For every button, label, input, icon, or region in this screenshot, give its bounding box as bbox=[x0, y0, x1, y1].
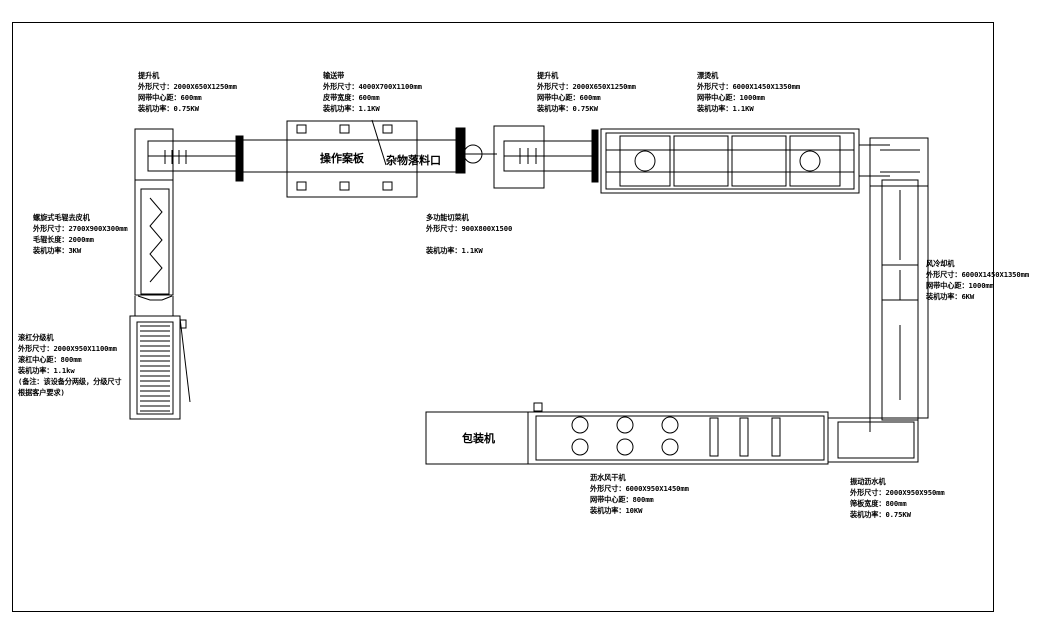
label-line: 皮带宽度：600mm bbox=[323, 93, 380, 102]
drawing-frame bbox=[12, 22, 994, 612]
label-line: 网带中心距：1000mm bbox=[697, 93, 765, 102]
cutter-drawing bbox=[463, 144, 497, 164]
label-line: 振动沥水机 bbox=[850, 477, 886, 486]
blancher-label: 漂烫机外形尺寸：6000X1450X1350mm 网带中心距：1000mm 装机功率… bbox=[697, 70, 800, 114]
label-line: 网带中心距：600mm bbox=[537, 93, 601, 102]
label-line: 筛板宽度：800mm bbox=[850, 499, 907, 508]
vibrator-drawing bbox=[827, 417, 919, 463]
label-line: (备注：该设备分两级，分级尺寸 bbox=[18, 377, 122, 386]
label-line: 网带中心距：600mm bbox=[138, 93, 202, 102]
label-line: 漂烫机 bbox=[697, 71, 719, 80]
elevator-2-drawing bbox=[493, 125, 599, 189]
label-line: 外形尺寸：6000X950X1450mm bbox=[590, 484, 689, 493]
packing-machine-label: 包装机 bbox=[462, 432, 495, 445]
label-line: 提升机 bbox=[537, 71, 559, 80]
elevator-2-label: 提升机外形尺寸：2000X650X1250mm 网带中心距：600mm 装机功率：0… bbox=[537, 70, 636, 114]
debris-outlet-label: 杂物落料口 bbox=[386, 154, 441, 167]
label-line: 装机功率：1.1kw bbox=[18, 366, 75, 375]
elevator-1-label: 提升机外形尺寸：2000X650X1250mm 网带中心距：600mm 装机功率：0… bbox=[138, 70, 237, 114]
label-line: 装机功率：0.75KW bbox=[537, 104, 598, 113]
label-line: 装机功率：1.1KW bbox=[323, 104, 380, 113]
label-line: 多功能切菜机 bbox=[426, 213, 469, 222]
label-line: 提升机 bbox=[138, 71, 160, 80]
grader-drawing bbox=[129, 315, 191, 420]
label-line: 外形尺寸：4000X700X1100mm bbox=[323, 82, 422, 91]
label-line: 沥水风干机 bbox=[590, 473, 626, 482]
vibrator-label: 振动沥水机外形尺寸：2000X950X950mm 筛板宽度：800mm 装机功率：0… bbox=[850, 476, 945, 520]
label-line: 装机功率：0.75KW bbox=[138, 104, 199, 113]
label-line: 外形尺寸：6000X1450X1350mm bbox=[697, 82, 801, 91]
cutter-label: 多功能切菜机外形尺寸：900X800X1500 装机功率：1.1KW bbox=[426, 212, 512, 256]
label-line: 网带中心距：1000mm bbox=[926, 281, 994, 290]
label-line: 外形尺寸：2000X950X950mm bbox=[850, 488, 945, 497]
dryer-drawing bbox=[527, 402, 829, 465]
label-line: 输送带 bbox=[323, 71, 345, 80]
label-line: 外形尺寸：900X800X1500 bbox=[426, 224, 513, 233]
label-line: 外形尺寸：2000X650X1250mm bbox=[537, 82, 636, 91]
label-line: 装机功率：6KW bbox=[926, 292, 975, 301]
label-line: 外形尺寸：6000X1450X1350mm bbox=[926, 270, 1030, 279]
label-line bbox=[426, 234, 512, 245]
label-line: 毛辊长度：2000mm bbox=[33, 235, 94, 244]
label-line: 外形尺寸：2700X900X300mm bbox=[33, 224, 128, 233]
peeler-label: 螺旋式毛辊去皮机外形尺寸：2700X900X300mm 毛辊长度：2000mm 装机… bbox=[33, 212, 128, 256]
label-line: 网带中心距：800mm bbox=[590, 495, 654, 504]
label-line: 装机功率：3KW bbox=[33, 246, 82, 255]
conveyor-label: 输送带外形尺寸：4000X700X1100mm 皮带宽度：600mm 装机功率：1.… bbox=[323, 70, 422, 114]
label-line: 滚杠中心距：800mm bbox=[18, 355, 82, 364]
grader-label: 滚杠分级机外形尺寸：2000X950X1100mm 滚杠中心距：800mm 装机功率… bbox=[18, 332, 122, 398]
label-line: 装机功率：0.75KW bbox=[850, 510, 911, 519]
label-line: 外形尺寸：2000X950X1100mm bbox=[18, 344, 117, 353]
label-line: 外形尺寸：2000X650X1250mm bbox=[138, 82, 237, 91]
label-line: 风冷却机 bbox=[926, 259, 955, 268]
label-line: 装机功率：1.1KW bbox=[426, 246, 483, 255]
peeler-drawing bbox=[134, 179, 174, 316]
label-line: 装机功率：10KW bbox=[590, 506, 643, 515]
conveyor-drawing bbox=[242, 119, 466, 198]
blancher-drawing bbox=[600, 128, 890, 194]
label-line: 装机功率：1.1KW bbox=[697, 104, 754, 113]
cooler-label: 风冷却机外形尺寸：6000X1450X1350mm 网带中心距：1000mm 装机功… bbox=[926, 258, 1029, 302]
operation-board-label: 操作案板 bbox=[320, 152, 364, 165]
dryer-label: 沥水风干机外形尺寸：6000X950X1450mm 网带中心距：800mm 装机功率… bbox=[590, 472, 689, 516]
label-line: 滚杠分级机 bbox=[18, 333, 54, 342]
label-line: 螺旋式毛辊去皮机 bbox=[33, 213, 90, 222]
label-line: 根据客户要求) bbox=[18, 388, 65, 397]
